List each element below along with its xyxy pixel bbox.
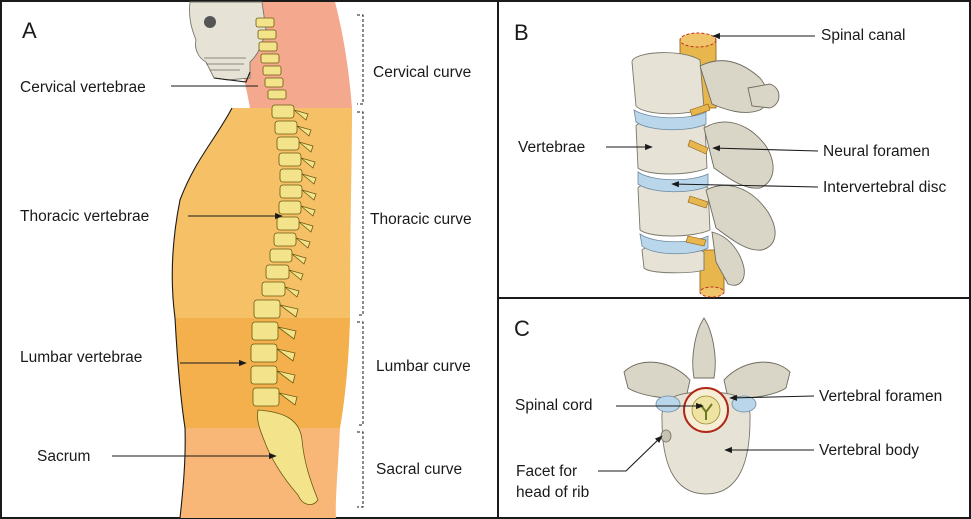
panel-b: B Spi	[514, 20, 946, 297]
panel-a: A	[20, 2, 472, 518]
body-silhouette	[172, 2, 352, 518]
bracket-thoracic	[357, 112, 363, 315]
bracket-lumbar	[357, 322, 363, 425]
label-facet-line2: head of rib	[516, 484, 589, 501]
panel-c: C Spinal cord Vertebral foramen Vertebra…	[514, 316, 942, 501]
label-spinal-canal: Spinal canal	[821, 27, 905, 44]
label-sacrum: Sacrum	[37, 448, 90, 465]
bracket-cervical	[357, 15, 363, 104]
label-thoracic-curve: Thoracic curve	[370, 211, 472, 228]
label-facet-line1: Facet for	[516, 463, 577, 480]
label-cervical-vertebrae: Cervical vertebrae	[20, 79, 146, 96]
label-neural-foramen: Neural foramen	[823, 143, 930, 160]
label-intervertebral-disc: Intervertebral disc	[823, 179, 946, 196]
label-lumbar-vertebrae: Lumbar vertebrae	[20, 349, 142, 366]
label-vertebral-foramen: Vertebral foramen	[819, 388, 942, 405]
label-cervical-curve: Cervical curve	[373, 64, 471, 81]
panel-c-letter: C	[514, 316, 530, 341]
panel-a-letter: A	[22, 18, 37, 43]
label-lumbar-curve: Lumbar curve	[376, 358, 471, 375]
arrow-facet	[598, 436, 662, 471]
vertebral-column-illustration	[632, 33, 779, 297]
label-vertebrae: Vertebrae	[518, 139, 585, 156]
label-sacral-curve: Sacral curve	[376, 461, 462, 478]
panel-b-letter: B	[514, 20, 529, 45]
bracket-sacral	[357, 432, 363, 507]
label-vertebral-body: Vertebral body	[819, 442, 919, 459]
label-spinal-cord: Spinal cord	[515, 397, 593, 414]
label-thoracic-vertebrae: Thoracic vertebrae	[20, 208, 149, 225]
sacral-region	[180, 428, 340, 518]
curve-brackets	[357, 15, 363, 507]
